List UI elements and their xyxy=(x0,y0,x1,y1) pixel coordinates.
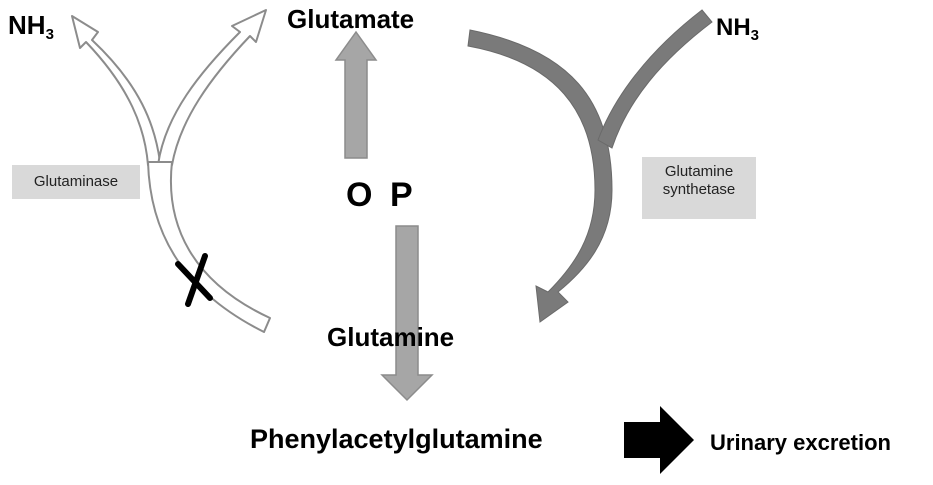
arrow-up-to-glutamate xyxy=(334,30,378,159)
synthetase-arrow-main-curve xyxy=(467,29,613,323)
glutamine-synthetase-enzyme-box: Glutamine synthetase xyxy=(642,157,756,219)
glutaminase-arrow-stem xyxy=(147,161,271,333)
synthetase-box-line1: Glutamine xyxy=(664,163,734,180)
nh3-right-label: NH3 xyxy=(716,14,760,44)
block-arrow-to-excretion-icon xyxy=(624,406,694,474)
phenylacetylglutamine-label: Phenylacetylglutamine xyxy=(250,424,543,454)
inhibition-x-icon xyxy=(175,253,213,307)
glutamate-label: Glutamate xyxy=(287,4,415,34)
synthetase-box-line2: synthetase xyxy=(662,181,736,198)
glutamine-label: Glutamine xyxy=(327,322,455,352)
p-letter-label: P xyxy=(390,176,413,214)
urinary-excretion-label: Urinary excretion xyxy=(710,430,891,455)
glutaminase-arrow xyxy=(71,9,271,333)
glutaminase-arrow-left-branch xyxy=(71,15,161,166)
glutaminase-enzyme-box: Glutaminase xyxy=(12,165,140,199)
arrow-down-to-phenylacetylglutamine xyxy=(380,225,434,402)
o-letter-label: O xyxy=(346,176,373,214)
glutamine-synthetase-arrow xyxy=(467,9,713,323)
glutaminase-arrow-right-branch xyxy=(157,9,267,166)
synthetase-arrow-nh3-branch xyxy=(597,9,713,149)
nh3-left-label: NH3 xyxy=(8,10,54,43)
